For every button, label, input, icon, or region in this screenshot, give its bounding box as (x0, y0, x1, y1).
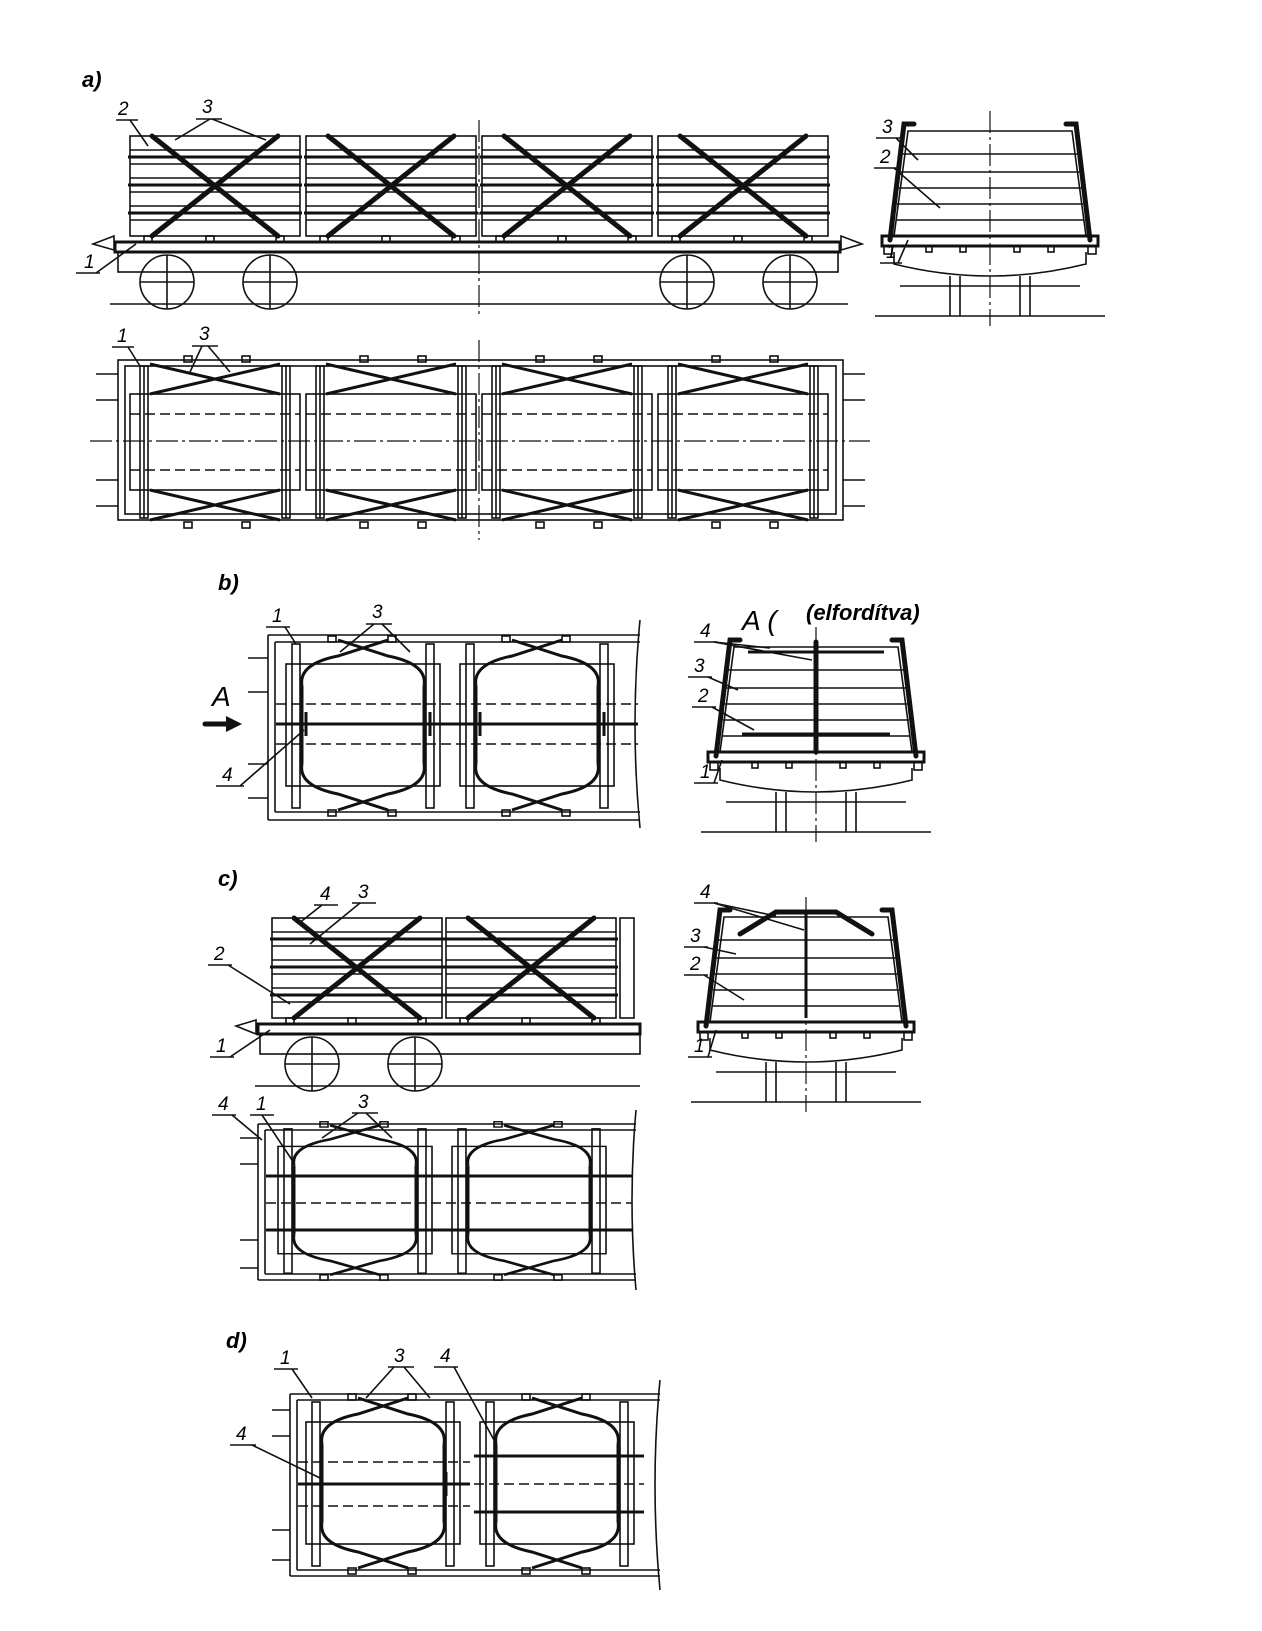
svg-text:4: 4 (700, 882, 711, 903)
svg-text:1: 1 (700, 762, 711, 783)
svg-text:3: 3 (372, 602, 383, 623)
figure-a-plan-view (90, 340, 870, 540)
view-arrow-label: A (210, 681, 231, 712)
svg-text:1: 1 (216, 1036, 227, 1057)
svg-text:4: 4 (700, 621, 711, 642)
figure-b-plan-view: A (202, 619, 641, 829)
figure-b-callouts: 1 3 4 4 3 2 1 (216, 602, 813, 787)
figure-c: c) (208, 866, 921, 1291)
svg-text:2: 2 (879, 147, 891, 168)
svg-text:1: 1 (117, 326, 128, 347)
svg-text:1: 1 (886, 242, 897, 263)
svg-text:3: 3 (694, 656, 705, 677)
section-view-label: A ( (740, 605, 779, 636)
svg-text:1: 1 (272, 606, 283, 627)
figure-c-callouts: 4 3 2 1 4 3 2 1 4 (208, 882, 805, 1161)
svg-text:1: 1 (256, 1094, 267, 1115)
figure-a-label: a) (82, 67, 102, 92)
figure-c-side-view (233, 918, 642, 1092)
rotated-caption: (elfordítva) (806, 600, 920, 625)
svg-text:4: 4 (320, 884, 331, 905)
figure-b-section-view (701, 627, 931, 842)
svg-text:3: 3 (358, 882, 369, 903)
svg-text:1: 1 (280, 1348, 291, 1369)
figure-d: d) 1 3 (226, 1328, 661, 1591)
svg-text:4: 4 (218, 1094, 229, 1115)
svg-text:4: 4 (440, 1346, 451, 1367)
svg-text:3: 3 (358, 1092, 369, 1113)
svg-text:3: 3 (394, 1346, 405, 1367)
svg-text:2: 2 (213, 944, 225, 965)
svg-text:2: 2 (697, 686, 709, 707)
svg-text:3: 3 (199, 324, 210, 345)
figure-b-label: b) (218, 570, 239, 595)
svg-text:4: 4 (222, 765, 233, 786)
svg-text:1: 1 (84, 252, 95, 273)
figure-b: b) A (202, 570, 931, 842)
figure-a-callouts: 2 3 1 3 2 1 1 3 (76, 97, 941, 373)
figure-d-plan-view (272, 1379, 661, 1591)
figure-d-label: d) (226, 1328, 247, 1353)
svg-text:4: 4 (236, 1424, 247, 1445)
svg-text:3: 3 (690, 926, 701, 947)
figure-a: a) (76, 67, 1105, 540)
svg-text:2: 2 (689, 954, 701, 975)
figure-a-section-view (875, 111, 1105, 326)
figure-c-section-view (691, 897, 921, 1112)
figure-c-label: c) (218, 866, 238, 891)
figure-d-callouts: 1 3 4 4 (230, 1346, 495, 1479)
svg-text:3: 3 (882, 117, 893, 138)
svg-text:3: 3 (202, 97, 213, 118)
figure-c-plan-view (240, 1109, 637, 1291)
svg-text:2: 2 (117, 99, 129, 120)
figure-a-side-view (90, 120, 865, 318)
svg-text:1: 1 (694, 1036, 705, 1057)
